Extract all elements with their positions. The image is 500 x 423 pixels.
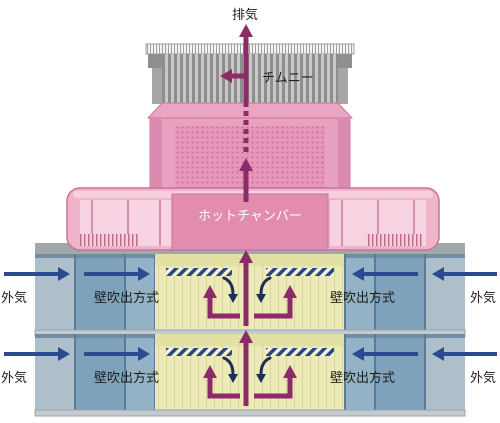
downdraft-arrowhead-left bbox=[228, 374, 238, 383]
chimney-right-step-upper bbox=[338, 54, 352, 68]
hot-chamber-label: ホットチャンバー bbox=[198, 209, 302, 224]
air-outlet-right bbox=[266, 268, 334, 276]
floor-2: 外気 壁吹出方式 壁吹出方式 外気 bbox=[1, 330, 497, 417]
air-outlet-right bbox=[266, 348, 334, 356]
rising-air-arrow-left bbox=[207, 297, 240, 319]
chimney-left-step-upper bbox=[148, 54, 162, 68]
outside-air-arrowhead bbox=[432, 347, 444, 361]
hot-chamber-left-column bbox=[150, 118, 162, 190]
outside-air-label-right: 外気 bbox=[470, 370, 496, 386]
interior-floor bbox=[155, 254, 345, 330]
glass-panel bbox=[75, 254, 125, 330]
glass-panel bbox=[375, 254, 425, 330]
wall-outlet-arrowhead bbox=[138, 347, 150, 361]
glass-header bbox=[35, 254, 155, 258]
wall-outlet-label-right: 壁吹出方式 bbox=[330, 290, 395, 306]
main-updraft-arrowhead bbox=[239, 330, 253, 343]
rising-air-arrow-right bbox=[254, 297, 293, 319]
chimney-roof-grating bbox=[145, 43, 355, 55]
hot-chamber-updraft-arrowhead bbox=[239, 158, 253, 171]
downdraft-arrow-left bbox=[222, 356, 235, 376]
air-outlet-left bbox=[166, 268, 232, 276]
wall-outlet-label-left: 壁吹出方式 bbox=[94, 290, 159, 306]
floor-1: 外気 壁吹出方式 壁吹出方式 外気 bbox=[1, 250, 497, 337]
hot-chamber-upper bbox=[146, 102, 354, 191]
hot-chamber-core bbox=[171, 193, 329, 251]
chimney-left-step-lower bbox=[152, 68, 162, 104]
outside-air-label-right: 外気 bbox=[470, 290, 496, 306]
right-glass-facade bbox=[344, 334, 465, 410]
outside-air-arrowhead bbox=[432, 267, 444, 281]
glass-header bbox=[345, 254, 465, 258]
left-wing-railing bbox=[80, 234, 140, 246]
left-glass-facade bbox=[35, 334, 156, 410]
chimney-body bbox=[162, 54, 338, 104]
glass-panel bbox=[345, 254, 375, 330]
chimney-label: チムニー bbox=[262, 71, 314, 86]
downdraft-arrowhead-right bbox=[256, 294, 266, 303]
interior-zone bbox=[155, 254, 345, 330]
glass-panel bbox=[125, 254, 155, 330]
rising-air-arrowhead-left bbox=[203, 365, 217, 378]
outside-air-arrowhead bbox=[58, 267, 70, 281]
exhaust-label: 排気 bbox=[232, 7, 258, 23]
rising-air-arrowhead-left bbox=[203, 285, 217, 298]
glass-header bbox=[35, 334, 155, 338]
chimney-right-step-lower bbox=[338, 68, 348, 104]
hot-chamber-roof bbox=[146, 102, 354, 119]
exhaust-arrowhead bbox=[239, 24, 253, 37]
chimney bbox=[145, 43, 355, 104]
outside-air-arrowhead bbox=[58, 347, 70, 361]
downdraft-arrow-left bbox=[222, 276, 235, 296]
interior-floor bbox=[155, 334, 345, 410]
downdraft-arrowhead-right bbox=[256, 374, 266, 383]
glass-header bbox=[345, 334, 465, 338]
hot-chamber-base bbox=[66, 187, 440, 251]
glass-panel bbox=[425, 334, 465, 410]
glass-panel bbox=[75, 334, 125, 410]
glass-panel bbox=[425, 254, 465, 330]
outside-air-label-left: 外気 bbox=[1, 290, 27, 306]
downdraft-arrow-right bbox=[259, 276, 272, 296]
left-glass-facade bbox=[35, 254, 156, 330]
downdraft-arrowhead-left bbox=[228, 294, 238, 303]
outside-air-label-left: 外気 bbox=[1, 370, 27, 386]
downdraft-arrow-right bbox=[259, 356, 272, 376]
glass-panel bbox=[35, 254, 75, 330]
air-outlet-left bbox=[166, 348, 232, 356]
right-wing-railing bbox=[366, 234, 422, 246]
main-updraft-arrowhead bbox=[239, 250, 253, 263]
exhaust-path bbox=[220, 24, 253, 202]
floor-slab bbox=[34, 409, 466, 417]
right-glass-facade bbox=[344, 254, 465, 330]
hot-chamber-right-column bbox=[338, 118, 350, 190]
wall-outlet-arrowhead bbox=[352, 347, 364, 361]
rising-air-arrowhead-right bbox=[283, 285, 297, 298]
interior-zone bbox=[155, 334, 345, 410]
wall-outlet-label-right: 壁吹出方式 bbox=[330, 370, 395, 386]
wall-outlet-arrowhead bbox=[352, 267, 364, 281]
rising-air-arrow-left bbox=[207, 377, 240, 399]
wall-outlet-label-left: 壁吹出方式 bbox=[94, 370, 159, 386]
wall-outlet-arrowhead bbox=[138, 267, 150, 281]
glass-panel bbox=[345, 334, 375, 410]
rising-air-arrowhead-right bbox=[283, 365, 297, 378]
glass-panel bbox=[35, 334, 75, 410]
glass-panel bbox=[125, 334, 155, 410]
glass-panel bbox=[375, 334, 425, 410]
chimney-branch-arrowhead bbox=[220, 69, 232, 83]
rising-air-arrow-right bbox=[254, 377, 293, 399]
hot-chamber-dotted-panel bbox=[175, 126, 325, 190]
